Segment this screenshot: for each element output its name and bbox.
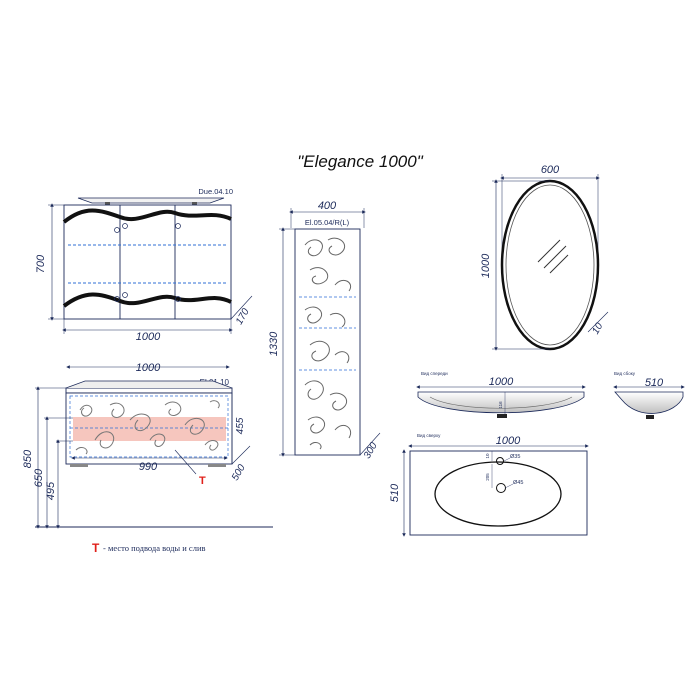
vanity-width-dim: 1000 <box>136 362 161 374</box>
light-clip-left <box>105 202 110 206</box>
faucet-hole-dim: Ø35 <box>510 454 520 460</box>
column-code: El.05.04/R(L) <box>305 218 350 227</box>
basin-top-outline <box>409 450 588 536</box>
basin-top-view: Вид сверху 1000 Ø35 Ø45 10 205 510 <box>389 433 589 537</box>
height-850-dim: 850 <box>22 449 34 468</box>
basin-top-width-dim: 1000 <box>496 435 521 447</box>
mirror-depth-dim: 10 <box>590 321 605 337</box>
column-body <box>294 228 361 456</box>
column-swirl-pattern <box>304 237 351 450</box>
column-height-dim: 1330 <box>268 331 280 356</box>
drawer-highlight <box>73 417 226 441</box>
legend: T - место подвода воды и слив <box>92 541 206 555</box>
oval-mirror: 600 1000 10 <box>480 164 609 351</box>
legend-text: - место подвода воды и слив <box>103 543 206 553</box>
basin-front-view-label: Вид спереди <box>421 371 448 376</box>
mirror-cabinet-code: Due.04.10 <box>198 187 233 196</box>
legend-marker: T <box>92 541 100 555</box>
vanity-drawer-height-dim: 455 <box>235 417 246 434</box>
top-offset-dim: 10 <box>485 453 490 459</box>
mirror-cabinet: Due.04.10 1000 700 170 <box>35 187 253 343</box>
basin-top-view-label: Вид сверху <box>417 433 441 438</box>
mirror-width-dim: 600 <box>541 164 560 176</box>
faucet-hole <box>496 457 504 465</box>
basin-side-view-label: Вид сбоку <box>614 371 636 376</box>
drain-hole <box>496 483 506 493</box>
height-495-dim: 495 <box>45 481 57 500</box>
vanity-swirl-pattern <box>75 400 220 455</box>
drawing-title: "Elegance 1000" <box>297 152 423 171</box>
cabinet-width-dim: 1000 <box>136 331 161 343</box>
cabinet-depth-dim: 170 <box>234 306 252 326</box>
mirror-frame <box>500 179 600 351</box>
basin-side-depth-dim: 510 <box>645 377 664 389</box>
cabinet-wave-bottom <box>62 292 232 308</box>
cabinet-light-bar <box>77 197 225 204</box>
hole-spacing-dim: 205 <box>485 473 490 481</box>
drain-hole-dim: Ø45 <box>513 480 523 486</box>
vanity-depth-dim: 500 <box>230 462 248 482</box>
tall-column: 400 El.05.04/R(L) 1330 300 <box>268 200 381 461</box>
vanity-unit: 1000 El.01.10 990 <box>22 362 273 529</box>
light-clip-right <box>192 202 197 206</box>
basin-front-height-dim: 116 <box>498 401 503 409</box>
cabinet-height-dim: 700 <box>35 254 47 273</box>
basin-bowl <box>434 461 562 527</box>
basin-top-depth-dim: 510 <box>389 483 401 502</box>
cabinet-wave-top <box>62 208 232 224</box>
basin-side-view: Вид сбоку 510 <box>613 371 685 419</box>
vanity-inner-width-dim: 990 <box>139 461 158 473</box>
column-width-dim: 400 <box>318 200 337 212</box>
basin-front-view: Вид спереди 1000 116 <box>416 371 586 418</box>
column-depth-dim: 300 <box>362 440 380 460</box>
height-650-dim: 650 <box>33 468 45 487</box>
mirror-height-dim: 1000 <box>480 253 492 278</box>
water-inlet-marker: T <box>199 475 206 487</box>
basin-front-width-dim: 1000 <box>489 376 514 388</box>
